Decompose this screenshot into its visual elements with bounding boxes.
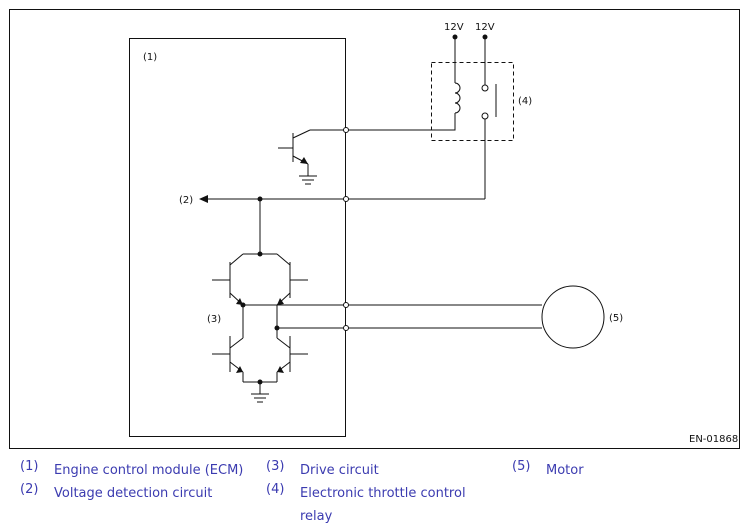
- label-voltage-detection: (2): [179, 195, 193, 206]
- relay-coil: [346, 82, 461, 131]
- output-arrow-icon: [199, 195, 208, 203]
- relay-box: [431, 62, 514, 141]
- legend-text: Voltage detection circuit: [54, 486, 213, 501]
- diagram-frame: [9, 9, 740, 449]
- legend-text: Electronic throttle control relay: [300, 486, 466, 524]
- label-supply-left: 12V: [444, 22, 464, 33]
- relay-contact-bottom: [481, 112, 489, 120]
- legend-text: Motor: [546, 463, 584, 478]
- legend-text: Engine control module (ECM): [54, 463, 244, 478]
- label-ecm: (1): [143, 52, 157, 63]
- relay-contact-top: [481, 84, 489, 92]
- legend-num: (1): [20, 459, 39, 474]
- legend-num: (5): [512, 459, 531, 474]
- label-relay: (4): [518, 96, 532, 107]
- legend-num: (3): [266, 459, 285, 474]
- label-supply-right: 12V: [475, 22, 495, 33]
- legend-num: (4): [266, 482, 285, 497]
- legend-num: (2): [20, 482, 39, 497]
- legend-text: Drive circuit: [300, 463, 379, 478]
- legend: (1) Engine control module (ECM) (2) Volt…: [0, 455, 752, 529]
- label-drive-circuit: (3): [207, 314, 221, 325]
- circuit-diagram: (1) (2) (3) (4) (5) 12V 12V EN-01868: [9, 9, 740, 449]
- motor-circle: [541, 285, 605, 349]
- label-motor: (5): [609, 313, 623, 324]
- figure-code: EN-01868: [689, 434, 738, 445]
- ecm-box: [129, 38, 346, 437]
